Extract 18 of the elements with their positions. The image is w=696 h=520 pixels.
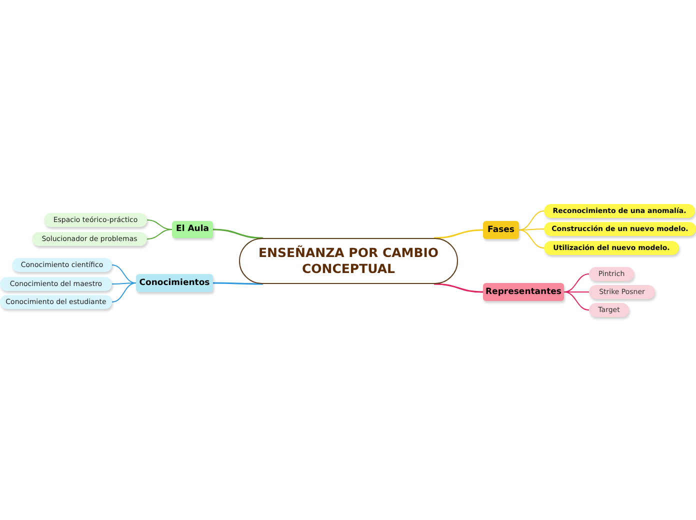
- connector: [518, 210, 544, 230]
- main-topic: El Aula: [172, 221, 213, 238]
- connector: [212, 228, 264, 239]
- connector: [434, 283, 484, 293]
- connector: [112, 282, 136, 302]
- main-topic: Fases: [483, 221, 519, 239]
- connector: [112, 264, 136, 284]
- central-topic: ENSEÑANZA POR CAMBIO CONCEPTUAL: [239, 238, 458, 284]
- connector: [564, 292, 590, 310]
- connector: [518, 228, 544, 230]
- connector: [564, 274, 590, 292]
- main-topic: Representantes: [483, 283, 564, 301]
- connector: [213, 282, 263, 285]
- connector: [146, 229, 172, 240]
- connector: [518, 230, 544, 248]
- main-topic: Conocimientos: [136, 274, 213, 292]
- connector: [112, 282, 136, 284]
- connector: [434, 229, 484, 239]
